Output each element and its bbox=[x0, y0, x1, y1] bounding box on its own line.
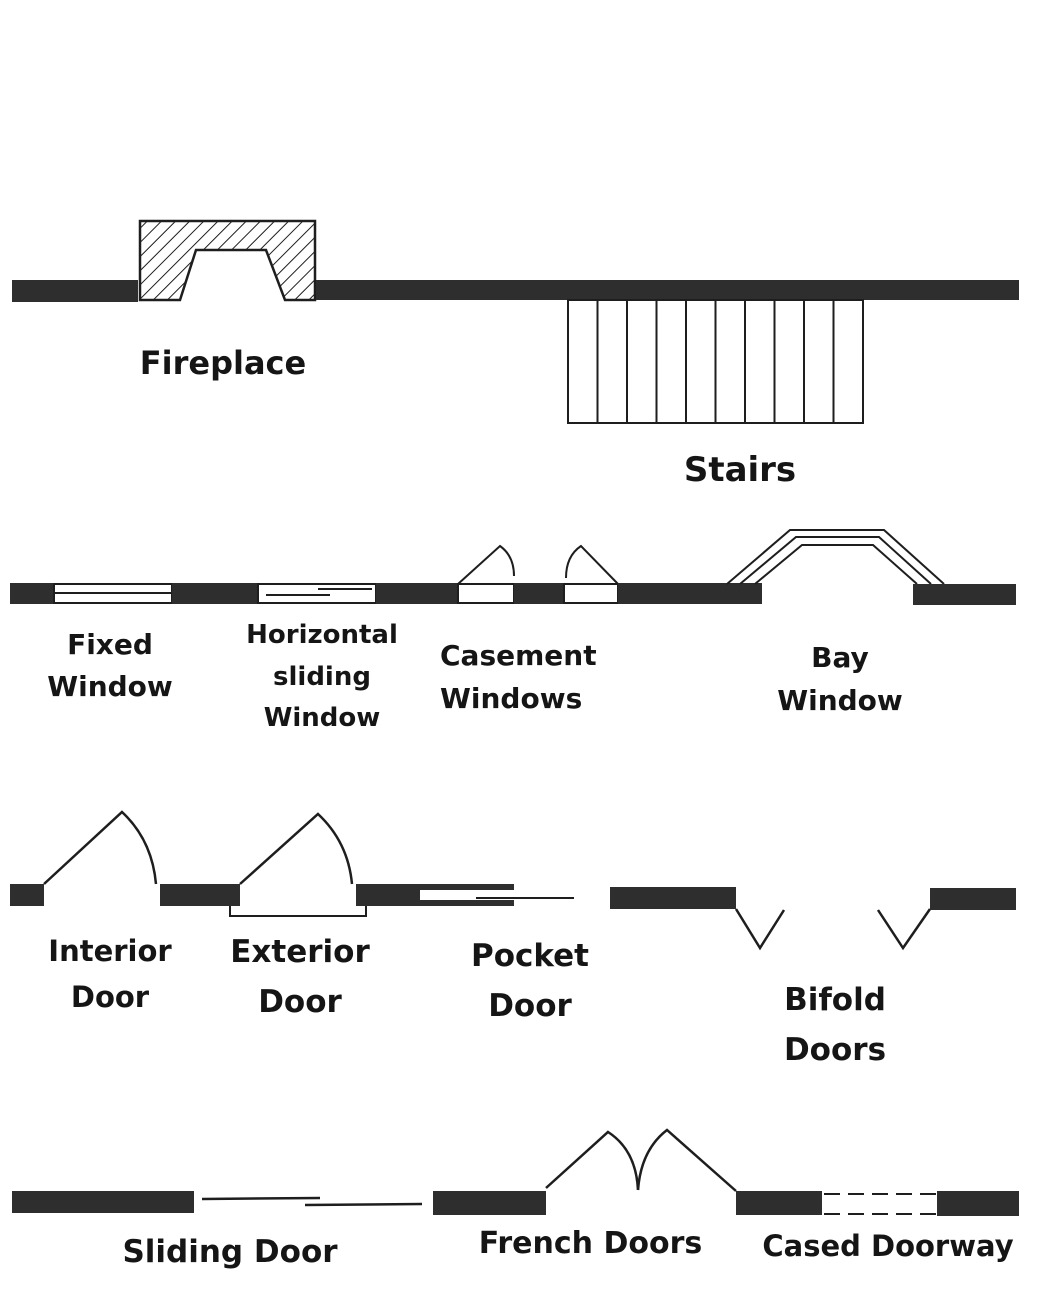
french-doors-symbol bbox=[433, 1128, 822, 1215]
label-line: Doors bbox=[783, 1031, 887, 1068]
fixed-window-symbol bbox=[10, 583, 258, 604]
horizontal-sliding-window-symbol bbox=[257, 583, 458, 604]
label-line: Bay bbox=[811, 641, 869, 674]
wall-segment bbox=[376, 583, 458, 604]
wall-segment bbox=[514, 583, 564, 604]
label-line: French Doors bbox=[478, 1226, 703, 1261]
bifold-doors-symbol bbox=[610, 887, 1016, 951]
bay-window-inner bbox=[754, 544, 918, 585]
wall-segment bbox=[12, 1191, 194, 1213]
label-line: Door bbox=[70, 980, 150, 1015]
sliding-window-frame bbox=[257, 583, 377, 604]
casement-frame bbox=[563, 583, 619, 604]
fireplace-hearth-hatched bbox=[138, 219, 317, 302]
cased-doorway-symbol bbox=[824, 1191, 1019, 1216]
bay-window-middle bbox=[739, 536, 932, 585]
label-line: Door bbox=[258, 983, 342, 1020]
fireplace-symbol bbox=[12, 219, 317, 302]
door-swing bbox=[43, 810, 158, 885]
label-line: Window bbox=[263, 703, 381, 734]
label-line: Fireplace bbox=[139, 344, 307, 382]
wall-segment bbox=[12, 280, 138, 302]
wall-segment bbox=[10, 583, 54, 604]
casement-swing bbox=[565, 544, 619, 585]
label-stairs: Stairs bbox=[640, 450, 840, 491]
stairs-symbol bbox=[567, 299, 864, 424]
label-fireplace: Fireplace bbox=[118, 344, 328, 382]
wall-segment bbox=[433, 1191, 546, 1215]
bifold-panel bbox=[734, 908, 786, 951]
wall-segment bbox=[618, 583, 762, 604]
label-line: Door bbox=[488, 987, 572, 1024]
label-line: Fixed bbox=[67, 628, 153, 661]
label-line: Bifold bbox=[784, 982, 886, 1018]
wall-segment bbox=[10, 884, 44, 906]
label-line: Horizontal bbox=[246, 620, 398, 650]
wall-segment bbox=[316, 280, 1019, 300]
bay-window-symbol bbox=[726, 529, 1016, 605]
french-door-leaf bbox=[545, 1130, 640, 1191]
exterior-door-symbol bbox=[229, 812, 418, 917]
casement-windows-symbol bbox=[457, 544, 762, 604]
label-line: Exterior bbox=[230, 934, 370, 970]
label-line: Interior bbox=[48, 934, 172, 968]
interior-door-symbol bbox=[10, 810, 240, 906]
casement-swing bbox=[457, 544, 515, 585]
label-line: Window bbox=[47, 670, 173, 703]
sliding-panel bbox=[201, 1196, 321, 1201]
wall-segment bbox=[930, 888, 1016, 910]
label-line: Stairs bbox=[683, 450, 797, 490]
wall-segment bbox=[736, 1191, 822, 1215]
wall-segment bbox=[172, 583, 258, 604]
pocket-cavity bbox=[420, 890, 514, 900]
casement-frame bbox=[457, 583, 515, 604]
sliding-panel bbox=[304, 1202, 423, 1207]
label-line: Cased Doorway bbox=[762, 1229, 1014, 1263]
wall-segment bbox=[913, 584, 1016, 605]
label-line: sliding bbox=[273, 661, 371, 692]
label-line: Pocket bbox=[470, 938, 590, 974]
door-sill bbox=[229, 906, 367, 917]
bay-window-outer bbox=[726, 529, 945, 585]
wall-segment bbox=[160, 884, 240, 906]
label-cased-doorway: Cased Doorway bbox=[748, 1229, 1028, 1264]
bifold-panel bbox=[876, 908, 932, 951]
door-swing bbox=[239, 812, 354, 885]
wall-segment bbox=[610, 887, 736, 909]
french-door-leaf bbox=[636, 1128, 737, 1192]
label-line: Window bbox=[777, 684, 903, 718]
sliding-door-symbol bbox=[12, 1191, 423, 1213]
wall-segment bbox=[937, 1191, 1019, 1216]
label-sliding-door: Sliding Door bbox=[90, 1234, 370, 1271]
label-line: Sliding Door bbox=[122, 1234, 338, 1270]
label-line: Casement bbox=[440, 639, 597, 672]
wall-segment bbox=[356, 884, 418, 906]
pocket-door-symbol bbox=[418, 884, 574, 906]
label-french-doors: French Doors bbox=[448, 1226, 733, 1262]
label-line: Windows bbox=[440, 682, 583, 716]
